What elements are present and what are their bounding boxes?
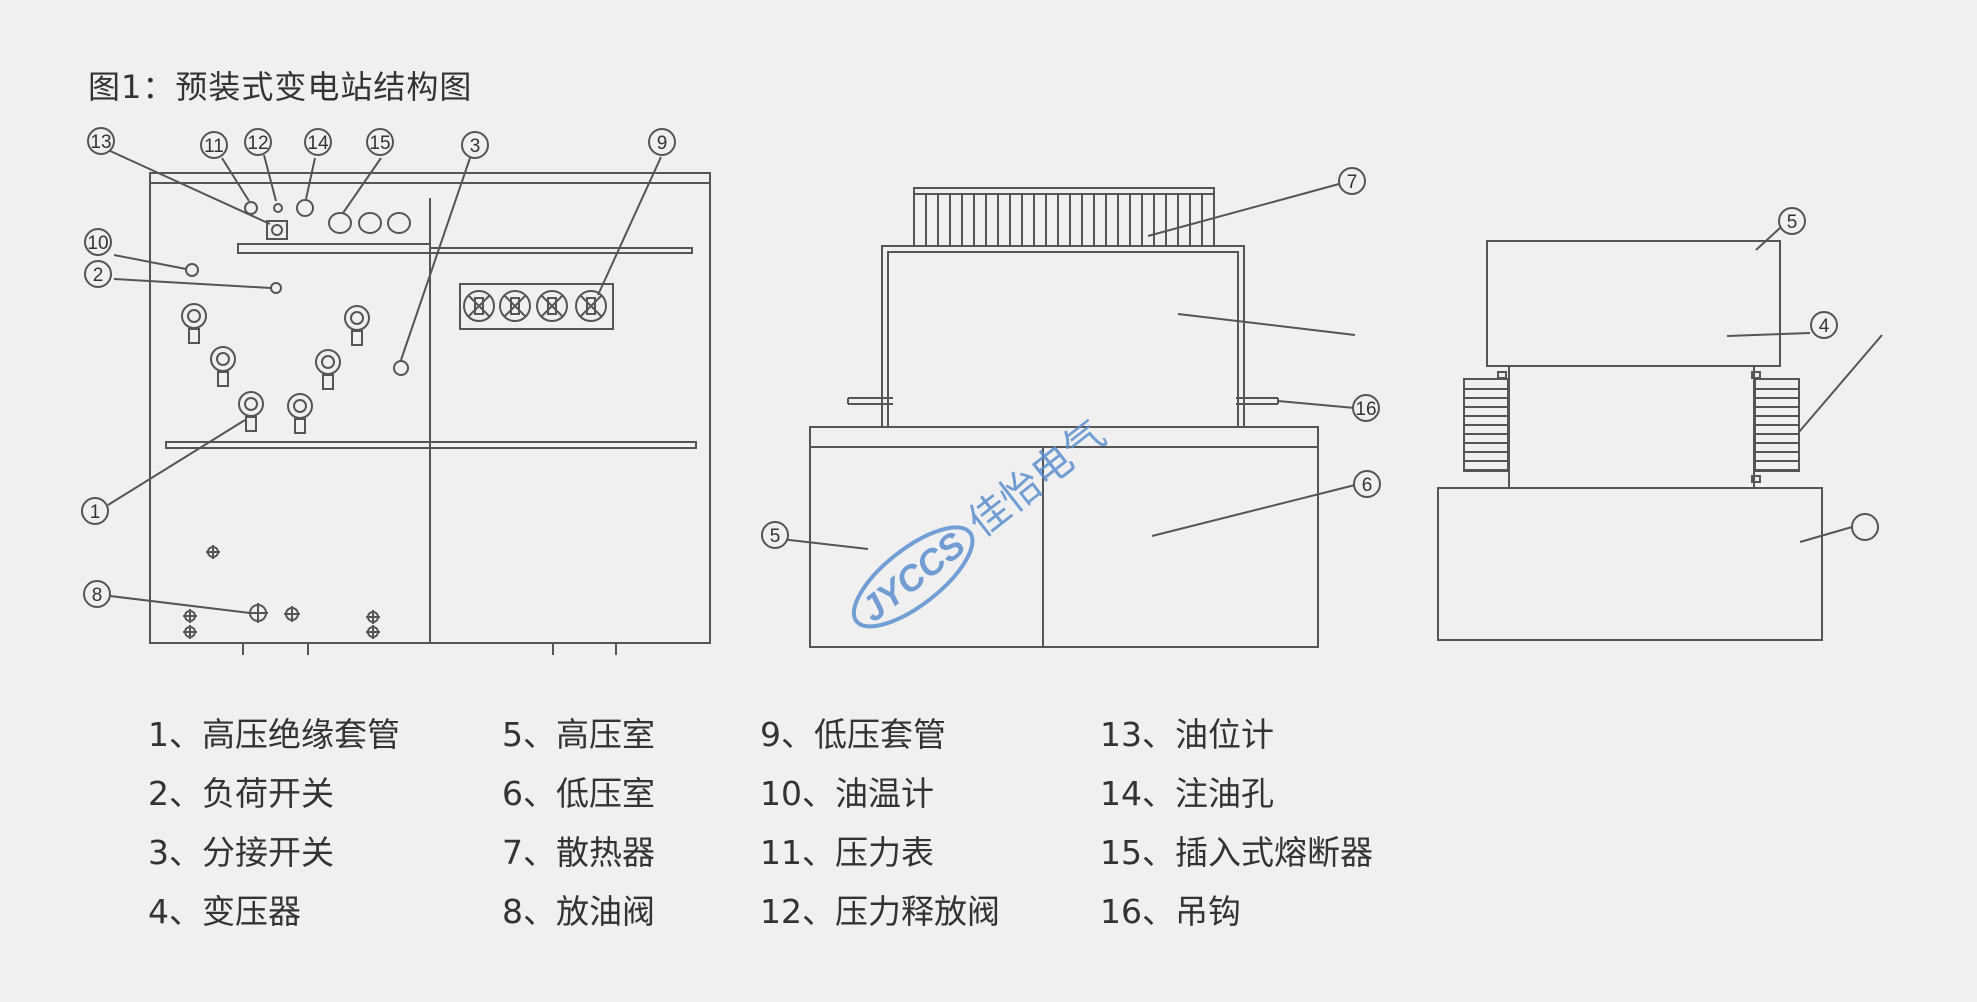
callout-5: 5 (761, 521, 789, 549)
callout-14: 14 (304, 128, 332, 156)
callout-empty (1851, 513, 1879, 541)
callout-8: 8 (83, 580, 111, 608)
callout-7: 7 (1338, 167, 1366, 195)
svg-text:5: 5 (770, 526, 781, 547)
svg-text:2: 2 (93, 265, 104, 286)
svg-text:9: 9 (657, 133, 668, 154)
svg-text:佳怡电气: 佳怡电气 (960, 411, 1114, 546)
svg-text:8: 8 (92, 585, 103, 606)
callout-1: 1 (81, 497, 109, 525)
callout-3: 3 (461, 131, 489, 159)
callout-15: 15 (366, 128, 394, 156)
callout-12: 12 (244, 128, 272, 156)
end-base (1437, 487, 1823, 641)
end-transformer (1508, 365, 1755, 489)
svg-text:10: 10 (87, 233, 108, 254)
radiator (913, 187, 1215, 247)
side-view (771, 183, 1356, 648)
svg-text:5: 5 (1787, 212, 1798, 233)
callout-16: 16 (1352, 394, 1380, 422)
callout-4: 4 (1810, 311, 1838, 339)
callout-11: 11 (200, 131, 228, 159)
base-cabinet (809, 426, 1319, 648)
svg-text:11: 11 (204, 136, 224, 157)
hv-bushing-group (181, 303, 370, 434)
svg-text:16: 16 (1355, 399, 1376, 420)
svg-text:12: 12 (247, 133, 268, 154)
svg-text:7: 7 (1347, 172, 1358, 193)
front-view (107, 149, 711, 655)
svg-text:6: 6 (1362, 475, 1373, 496)
end-view (1437, 227, 1883, 641)
callout-6: 6 (1353, 470, 1381, 498)
svg-text:15: 15 (369, 133, 390, 154)
svg-text:3: 3 (470, 136, 481, 157)
svg-text:4: 4 (1819, 316, 1830, 337)
callout-9: 9 (648, 128, 676, 156)
callout-5: 5 (1778, 207, 1806, 235)
lv-bushing-group (459, 283, 614, 330)
callout-2: 2 (84, 260, 112, 288)
bolt-group (183, 545, 380, 639)
callout-13: 13 (87, 127, 115, 155)
end-top-box (1486, 240, 1781, 367)
svg-text:1: 1 (90, 502, 101, 523)
transformer-tank (881, 245, 1245, 428)
diagram-title: 图1：预装式变电站结构图 (88, 68, 473, 106)
callout-10: 10 (84, 228, 112, 256)
svg-text:13: 13 (90, 132, 111, 153)
watermark-logo: JYCCS 佳怡电气 (851, 411, 1114, 630)
svg-text:14: 14 (307, 133, 329, 154)
